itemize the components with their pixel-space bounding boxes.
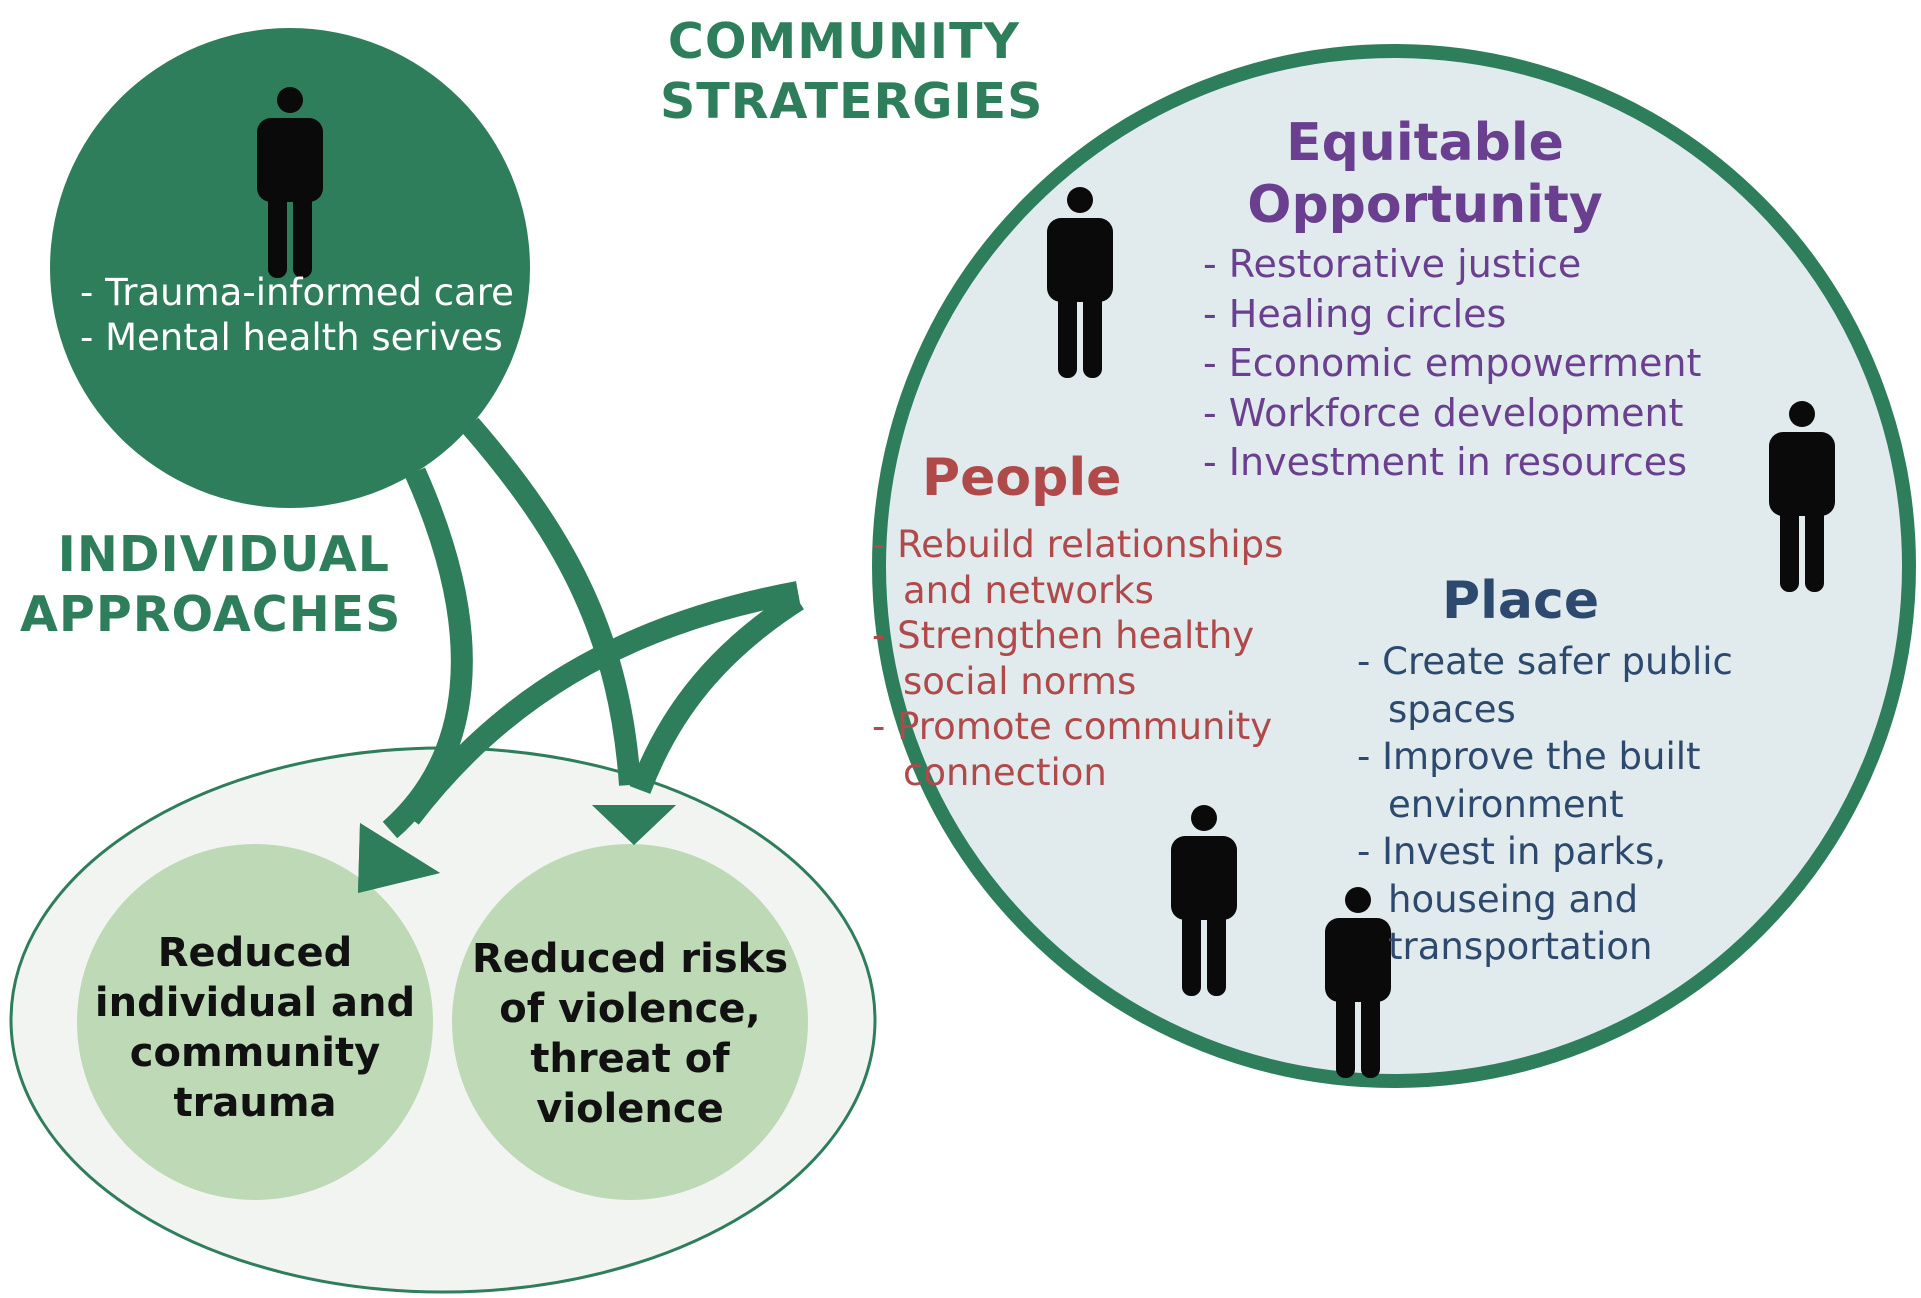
violence-outcome-circle (452, 844, 808, 1200)
list-item: Improve the built environment (1357, 733, 1757, 828)
community-strategies-heading: COMMUNITY STRATERGIES (660, 13, 1044, 130)
list-item: Strengthen healthy social norms (872, 613, 1292, 704)
list-item: Promote community connection (872, 704, 1292, 795)
equitable-opportunity-list: Restorative justice Healing circles Econ… (1203, 240, 1763, 488)
people-title: People (922, 448, 1122, 508)
arrow-community-to-violence (592, 590, 804, 845)
trauma-outcome-circle (77, 844, 433, 1200)
arrow-community-to-trauma (358, 581, 801, 893)
equitable-opportunity-title: Equitable Opportunity (1247, 113, 1603, 235)
violence-outcome-text: Reduced risks of violence, threat of vio… (471, 936, 789, 1132)
people-list: Rebuild relationships and networks Stren… (872, 522, 1292, 795)
trauma-outcome-text: Reduced individual and community trauma (94, 930, 416, 1126)
list-item: Mental health serives (80, 315, 530, 360)
list-item: Create safer public spaces (1357, 638, 1757, 733)
place-title: Place (1442, 571, 1600, 631)
list-item: Investment in resources (1203, 438, 1763, 488)
list-item: Invest in parks, houseing and transporta… (1357, 828, 1757, 971)
list-item: Healing circles (1203, 290, 1763, 340)
list-item: Rebuild relationships and networks (872, 522, 1292, 613)
list-item: Trauma-informed care (80, 270, 530, 315)
individual-circle (50, 28, 530, 508)
individual-approaches-list: Trauma-informed care Mental health seriv… (80, 270, 530, 360)
individual-approaches-heading: INDIVIDUAL APPROACHES (20, 526, 402, 643)
list-item: Workforce development (1203, 389, 1763, 439)
list-item: Economic empowerment (1203, 339, 1763, 389)
place-list: Create safer public spaces Improve the b… (1357, 638, 1757, 971)
list-item: Restorative justice (1203, 240, 1763, 290)
